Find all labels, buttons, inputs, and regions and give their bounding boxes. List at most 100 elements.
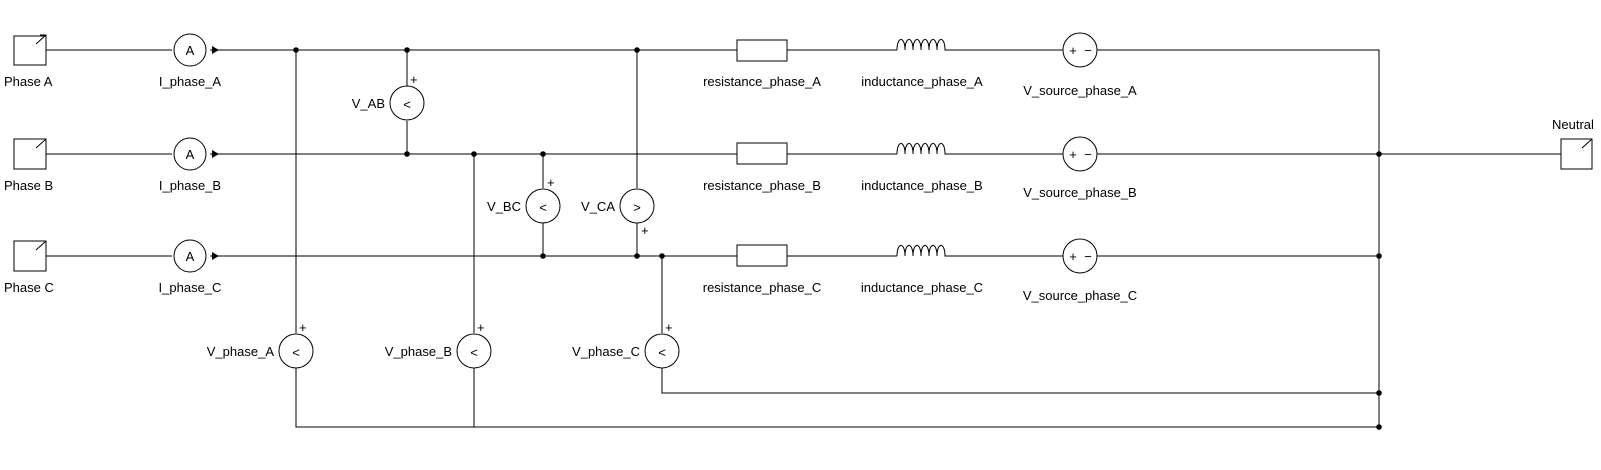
port-icon — [13, 138, 47, 170]
voltmeter-label: V_phase_B — [385, 344, 452, 359]
voltage-source-icon — [1062, 32, 1098, 68]
junction-dot — [1376, 390, 1382, 396]
voltmeter-symbol: < — [403, 97, 411, 112]
junction-dot — [404, 47, 410, 53]
ammeter-phase-b[interactable]: A I_phase_B — [159, 137, 221, 193]
junction-dot — [1376, 151, 1382, 157]
port-phase-a[interactable]: Phase A — [4, 34, 53, 89]
voltmeter-label: V_phase_C — [572, 344, 640, 359]
ammeter-icon — [173, 239, 207, 273]
ammeter-phase-c[interactable]: A I_phase_C — [159, 239, 222, 295]
junction-dot — [1376, 253, 1382, 259]
port-arrow-icon — [35, 34, 47, 45]
arrow-icon — [212, 252, 219, 260]
voltmeter-label: V_BC — [487, 199, 521, 214]
voltmeter-symbol: < — [470, 345, 478, 360]
wire-phase-a-src-to-neutral — [1097, 49, 1380, 420]
voltmeter-symbol: > — [633, 200, 641, 215]
source-phase-b[interactable]: + − V_source_phase_B — [1023, 136, 1137, 200]
plus-sign: + — [547, 175, 555, 190]
wires — [46, 49, 1561, 428]
inductor-phase-b[interactable]: inductance_phase_B — [861, 143, 983, 194]
voltmeter-symbol: < — [658, 345, 666, 360]
port-label-phase-b: Phase B — [4, 178, 53, 193]
port-icon — [13, 240, 47, 272]
wire-vphase-a-tap — [295, 50, 1380, 428]
ammeter-icon — [173, 33, 207, 67]
voltmeter-icon — [619, 188, 655, 224]
plus-sign: + — [1069, 43, 1077, 58]
plus-sign: + — [299, 320, 307, 335]
voltage-source-icon — [1062, 136, 1098, 172]
resistor-phase-c[interactable]: resistance_phase_C — [703, 244, 822, 295]
ammeter-symbol: A — [186, 249, 195, 264]
voltmeter-icon — [525, 188, 561, 224]
port-label-neutral: Neutral — [1552, 117, 1594, 132]
voltmeter-icon — [456, 333, 492, 369]
source-label: V_source_phase_A — [1023, 83, 1137, 98]
plus-sign: + — [641, 223, 649, 238]
inductor-phase-c[interactable]: inductance_phase_C — [861, 245, 983, 296]
resistor-icon — [736, 142, 788, 165]
ammeter-icon — [173, 137, 207, 171]
arrow-icon — [212, 46, 219, 54]
minus-sign: − — [1084, 249, 1092, 264]
ammeter-symbol: A — [186, 43, 195, 58]
resistor-icon — [736, 39, 788, 62]
resistor-phase-a[interactable]: resistance_phase_A — [703, 39, 821, 89]
junction-dot — [404, 151, 410, 157]
voltmeter-symbol: < — [292, 345, 300, 360]
ammeter-label: I_phase_C — [159, 280, 222, 295]
resistor-label: resistance_phase_B — [703, 178, 821, 193]
resistor-label: resistance_phase_A — [703, 74, 821, 89]
port-label-phase-c: Phase C — [4, 280, 54, 295]
voltmeter-label: V_AB — [352, 96, 385, 111]
inductor-phase-a[interactable]: inductance_phase_A — [861, 39, 983, 90]
source-label: V_source_phase_C — [1023, 288, 1137, 303]
voltmeter-v-ca[interactable]: > + V_CA — [581, 188, 655, 238]
junction-dot — [540, 151, 546, 157]
source-label: V_source_phase_B — [1023, 185, 1136, 200]
source-phase-a[interactable]: + − V_source_phase_A — [1023, 32, 1137, 98]
source-phase-c[interactable]: + − V_source_phase_C — [1023, 238, 1137, 303]
plus-sign: + — [1069, 249, 1077, 264]
voltmeter-v-phase-a[interactable]: < + V_phase_A — [207, 320, 314, 369]
inductor-coil-icon — [896, 39, 947, 51]
junction-dot — [293, 47, 299, 53]
junctions — [293, 47, 1382, 430]
arrow-icon — [212, 150, 219, 158]
ammeter-label: I_phase_B — [159, 178, 221, 193]
port-phase-c[interactable]: Phase C — [4, 240, 54, 295]
voltmeter-label: V_CA — [581, 199, 615, 214]
voltmeter-symbol: < — [539, 200, 547, 215]
minus-sign: − — [1084, 43, 1092, 58]
voltmeter-v-phase-b[interactable]: < + V_phase_B — [385, 320, 492, 369]
voltage-source-icon — [1062, 238, 1098, 274]
inductor-coil-icon — [896, 143, 947, 155]
port-icon — [1560, 138, 1593, 170]
port-arrow-icon — [35, 240, 47, 251]
port-arrow-icon — [35, 138, 47, 149]
port-neutral[interactable]: Neutral — [1552, 117, 1594, 170]
voltmeter-v-phase-c[interactable]: < + V_phase_C — [572, 320, 680, 369]
resistor-label: resistance_phase_C — [703, 280, 822, 295]
plus-sign: + — [477, 320, 485, 335]
voltmeter-icon — [644, 333, 680, 369]
port-phase-b[interactable]: Phase B — [4, 138, 53, 193]
inductor-label: inductance_phase_B — [861, 178, 982, 193]
ammeter-symbol: A — [186, 147, 195, 162]
plus-sign: + — [410, 72, 418, 87]
voltmeter-label: V_phase_A — [207, 344, 275, 359]
resistor-phase-b[interactable]: resistance_phase_B — [703, 142, 821, 193]
voltmeter-v-bc[interactable]: < + V_BC — [487, 175, 561, 224]
plus-sign: + — [665, 320, 673, 335]
wire-vphase-c-tap — [661, 256, 1379, 394]
port-label-phase-a: Phase A — [4, 74, 53, 89]
ammeter-phase-a[interactable]: A I_phase_A — [159, 33, 221, 89]
voltmeter-v-ab[interactable]: < + V_AB — [352, 72, 425, 121]
inductor-label: inductance_phase_C — [861, 280, 983, 295]
resistor-icon — [736, 244, 788, 267]
voltmeter-icon — [389, 85, 425, 121]
port-icon — [13, 35, 47, 66]
